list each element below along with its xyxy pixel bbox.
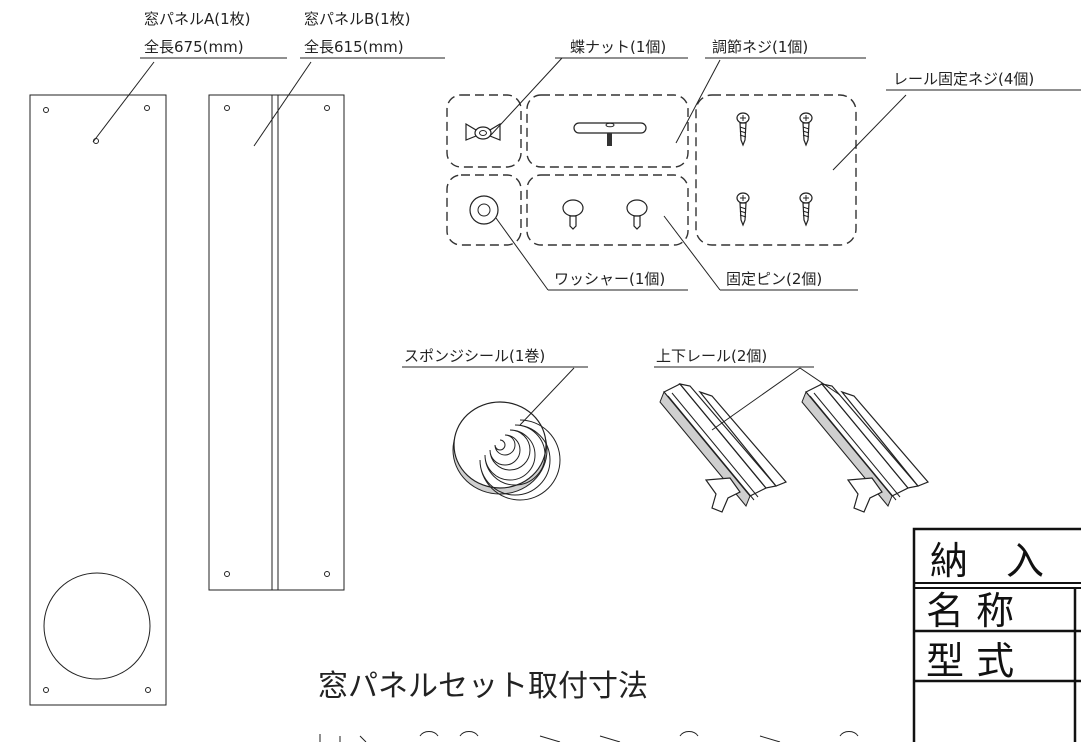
fixing-pin-icons bbox=[562, 199, 648, 230]
wing-nut-label: 蝶ナット(1個) bbox=[570, 38, 666, 56]
rail-screw-label: レール固定ネジ(4個) bbox=[893, 70, 1034, 88]
adjust-screw-label: 調節ネジ(1個) bbox=[712, 38, 808, 56]
panel-b: 窓パネルB(1枚) 全長615(mm) bbox=[208, 10, 445, 591]
panel-a-label-length: 全長675(mm) bbox=[144, 38, 244, 56]
rail-label: 上下レール(2個) bbox=[656, 347, 767, 365]
table-cell-name: 名 称 bbox=[926, 589, 1014, 633]
cut-off-dimension-text bbox=[319, 731, 859, 743]
sponge-seal-label: スポンジシール(1巻) bbox=[404, 347, 545, 365]
panel-b-label-length: 全長615(mm) bbox=[304, 38, 404, 56]
adjust-screw-icon bbox=[573, 122, 647, 146]
table-cell-model: 型 式 bbox=[926, 639, 1014, 683]
washer-icon bbox=[469, 195, 499, 225]
panel-a-label-name: 窓パネルA(1枚) bbox=[144, 10, 251, 28]
rail-screw-icons bbox=[736, 112, 813, 227]
fixing-pin-label: 固定ピン(2個) bbox=[726, 270, 822, 288]
installation-dimensions-title: 窓パネルセット取付寸法 bbox=[318, 669, 648, 704]
table-header-delivery: 納 入 bbox=[930, 539, 1044, 583]
rail-icons bbox=[659, 383, 930, 513]
washer-label: ワッシャー(1個) bbox=[554, 270, 665, 288]
wing-nut-icon bbox=[465, 122, 501, 141]
panel-a: 窓パネルA(1枚) 全長675(mm) bbox=[29, 10, 287, 706]
delivery-spec-table: 納 入 名 称 型 式 bbox=[912, 527, 1081, 746]
sponge-seal-roll-icon bbox=[452, 401, 561, 501]
panel-b-label-name: 窓パネルB(1枚) bbox=[304, 10, 411, 28]
hardware-boxes bbox=[446, 94, 857, 246]
